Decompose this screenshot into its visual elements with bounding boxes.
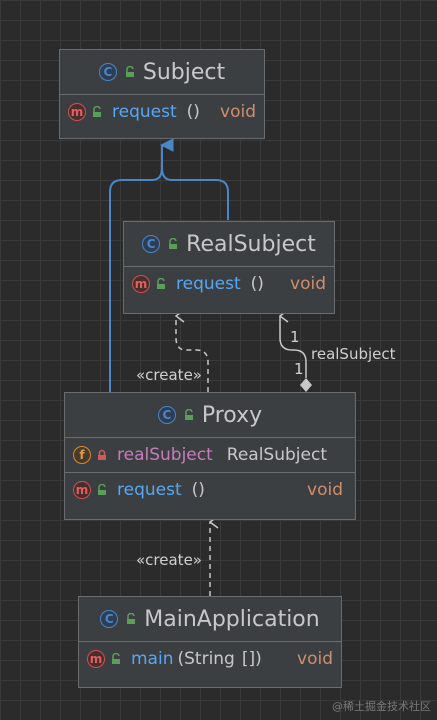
field-name: realSubject xyxy=(117,445,213,465)
method-name: main xyxy=(131,649,174,669)
method-return-type: void xyxy=(307,480,343,500)
class-header: C MainApplication xyxy=(79,597,341,642)
public-visibility-icon xyxy=(154,277,168,291)
method-row-main[interactable]: m main (String []) void xyxy=(79,642,341,676)
realization-line-realsubject[interactable] xyxy=(162,145,229,220)
public-visibility-icon xyxy=(123,65,137,79)
class-icon: C xyxy=(157,406,176,424)
public-visibility-icon xyxy=(182,408,196,422)
public-visibility-icon xyxy=(90,105,104,119)
public-visibility-icon xyxy=(109,652,123,666)
create-dependency-line-proxy[interactable] xyxy=(174,309,209,392)
field-row-realsubject[interactable]: f realSubject RealSubject xyxy=(65,438,355,472)
method-params-open: (String xyxy=(177,649,235,669)
create-label-main-proxy: «create» xyxy=(136,551,202,569)
method-return-type: void xyxy=(290,274,326,294)
class-realsubject[interactable]: C RealSubject m request () void xyxy=(123,221,335,314)
method-icon: m xyxy=(73,481,91,499)
field-type: RealSubject xyxy=(226,445,327,465)
association-role-label: realSubject xyxy=(311,345,396,363)
method-params: () xyxy=(250,274,264,294)
association-multiplicity-source: 1 xyxy=(294,360,304,378)
watermark: @稀土掘金技术社区 xyxy=(332,700,431,713)
class-name: MainApplication xyxy=(144,606,320,632)
public-visibility-icon xyxy=(95,483,109,497)
method-icon: m xyxy=(68,103,86,121)
private-lock-icon xyxy=(95,448,109,462)
method-icon: m xyxy=(87,650,105,668)
method-name: request xyxy=(176,274,241,294)
method-row-request[interactable]: m request () void xyxy=(65,472,355,507)
realization-line-proxy[interactable] xyxy=(109,145,163,392)
class-proxy[interactable]: C Proxy f realSubject RealSubject m requ… xyxy=(64,392,356,520)
method-return-type: void xyxy=(297,649,333,669)
class-name: Proxy xyxy=(201,402,263,428)
method-params-close: []) xyxy=(241,649,262,669)
class-icon: C xyxy=(142,235,161,253)
composition-diamond-icon xyxy=(300,378,312,392)
public-visibility-icon xyxy=(124,612,138,626)
association-line-realsubject[interactable] xyxy=(278,309,307,378)
method-name: request xyxy=(112,102,177,122)
public-visibility-icon xyxy=(166,237,180,251)
class-subject[interactable]: C Subject m request () void xyxy=(59,49,265,139)
association-multiplicity-target: 1 xyxy=(290,328,300,346)
method-return-type: void xyxy=(220,102,256,122)
class-mainapplication[interactable]: C MainApplication m main (String []) voi… xyxy=(78,596,342,688)
field-icon: f xyxy=(73,446,91,464)
class-header: C Proxy xyxy=(65,393,355,438)
create-label-proxy-realsubject: «create» xyxy=(136,366,202,384)
class-header: C Subject xyxy=(60,50,264,95)
class-name: RealSubject xyxy=(186,231,316,257)
method-name: request xyxy=(117,480,182,500)
method-row-request[interactable]: m request () void xyxy=(124,267,334,301)
class-name: Subject xyxy=(142,59,226,85)
class-header: C RealSubject xyxy=(124,222,334,267)
method-params: () xyxy=(191,480,205,500)
method-icon: m xyxy=(132,275,150,293)
class-icon: C xyxy=(98,63,117,81)
method-params: () xyxy=(186,102,200,122)
method-row-request[interactable]: m request () void xyxy=(60,95,264,129)
class-icon: C xyxy=(100,610,119,628)
